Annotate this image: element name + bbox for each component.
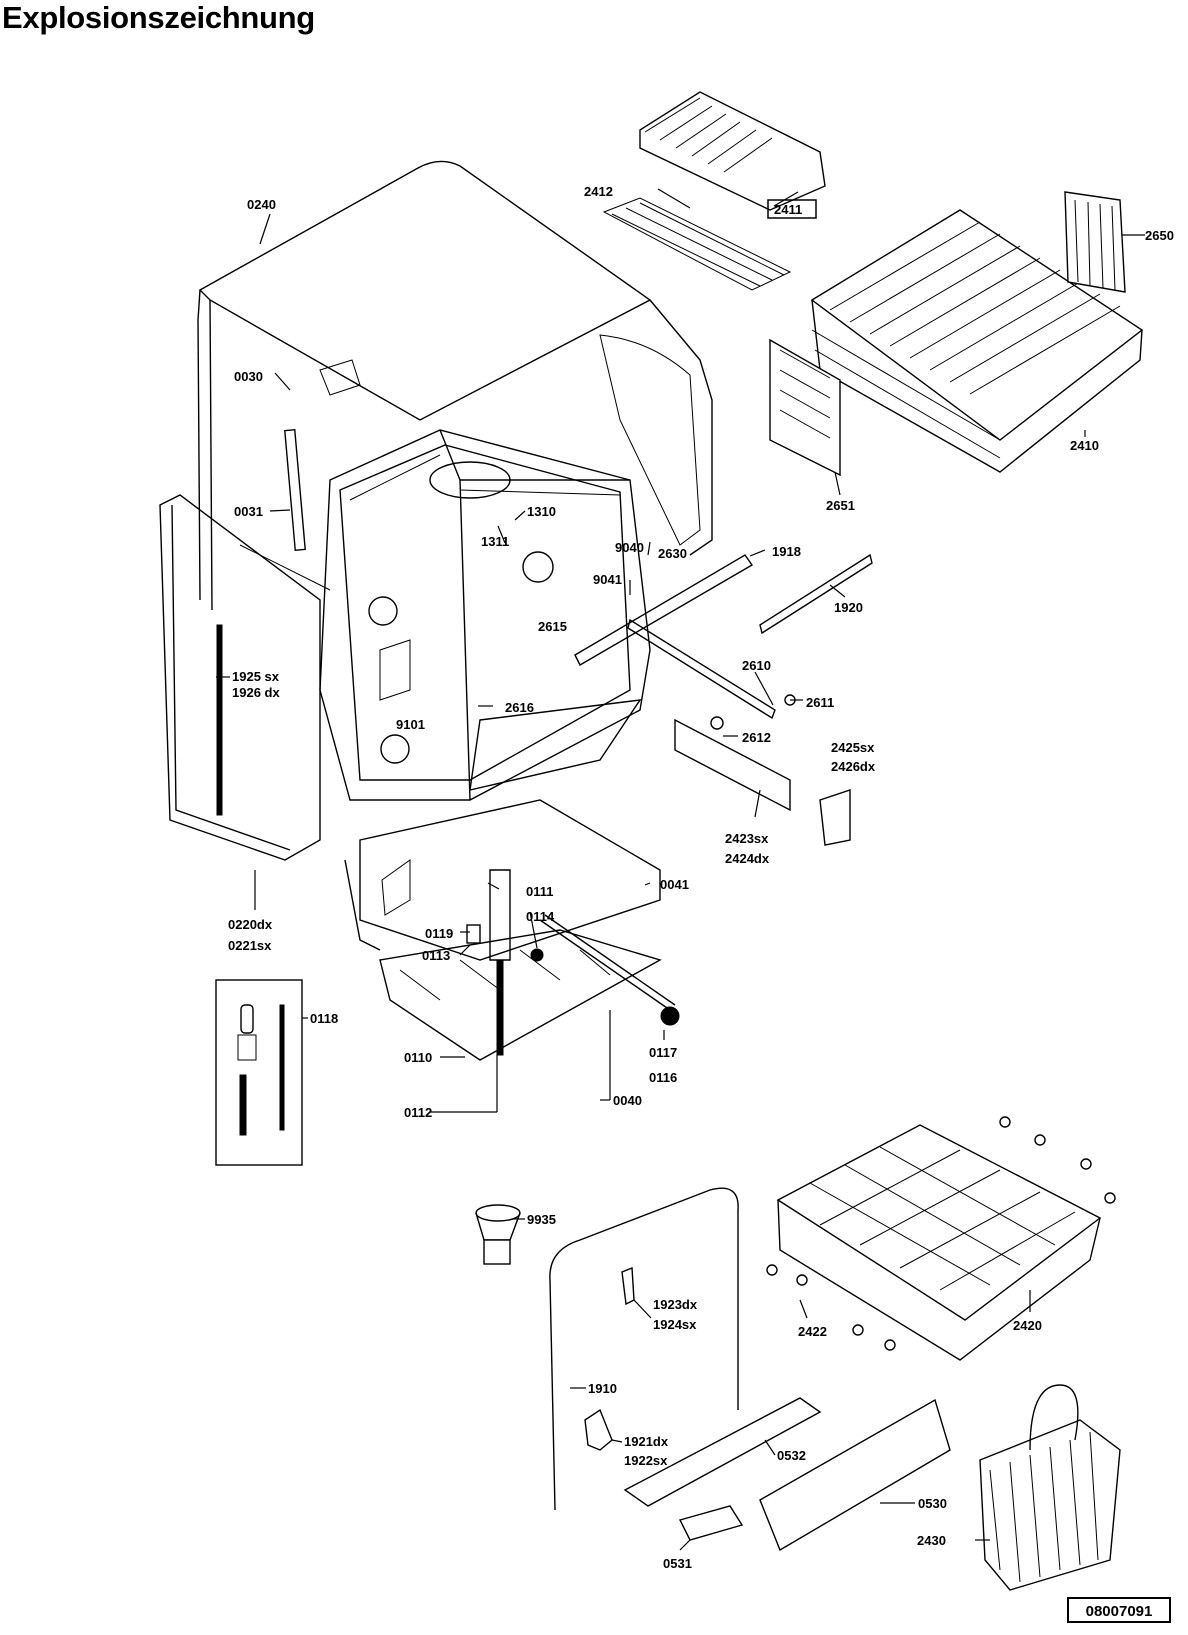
label-0110: 0110 — [404, 1050, 432, 1065]
label-2612: 2612 — [742, 730, 771, 745]
label-2410: 2410 — [1070, 438, 1099, 453]
base-frame — [344, 799, 680, 1061]
label-0531: 0531 — [663, 1556, 692, 1571]
label-2651: 2651 — [826, 498, 855, 513]
label-0040: 0040 — [613, 1093, 642, 1108]
document-number-box: 08007091 — [1067, 1597, 1171, 1623]
label-0030: 0030 — [234, 369, 263, 384]
label-2611: 2611 — [806, 695, 834, 710]
label-9041: 9041 — [593, 572, 622, 587]
side-panel — [159, 494, 331, 861]
label-1921: 1921dx — [624, 1434, 669, 1449]
label-1920: 1920 — [834, 600, 863, 615]
kick-plate-parts — [623, 1397, 951, 1552]
label-2424: 2424dx — [725, 851, 770, 866]
label-0220: 0220dx — [228, 917, 273, 932]
label-2430: 2430 — [917, 1533, 946, 1548]
part-labels: 0240 2412 2411 2650 0030 0031 1310 1311 … — [228, 184, 1174, 1571]
label-2610: 2610 — [742, 658, 771, 673]
label-0221: 0221sx — [228, 938, 272, 953]
label-1922: 1922sx — [624, 1453, 668, 1468]
top-cover-panel — [197, 160, 713, 611]
spray-cassette-part — [602, 91, 826, 291]
label-1310: 1310 — [527, 504, 556, 519]
rails-parts — [574, 553, 873, 846]
label-0031: 0031 — [234, 504, 263, 519]
leader-lines — [216, 188, 1145, 1551]
label-0530: 0530 — [918, 1496, 947, 1511]
label-1923: 1923dx — [653, 1297, 698, 1312]
label-2615: 2615 — [538, 619, 567, 634]
label-9101: 9101 — [396, 717, 425, 732]
page-title: Explosionszeichnung — [2, 0, 315, 35]
label-2426: 2426dx — [831, 759, 876, 774]
label-0240: 0240 — [247, 197, 276, 212]
label-0118: 0118 — [310, 1011, 338, 1026]
accessory-kit-box — [215, 979, 303, 1166]
label-2423: 2423sx — [725, 831, 769, 846]
label-2412: 2412 — [584, 184, 613, 199]
upper-basket-part — [769, 191, 1144, 477]
label-9935: 9935 — [527, 1212, 556, 1227]
label-1925: 1925 sx — [232, 669, 280, 684]
door-seal-part — [549, 1187, 739, 1511]
label-1924: 1924sx — [653, 1317, 697, 1332]
salt-container-part — [475, 1204, 521, 1265]
label-2420: 2420 — [1013, 1318, 1042, 1333]
label-1311: 1311 — [481, 534, 509, 549]
pillar-part — [284, 429, 306, 551]
label-2411: 2411 — [774, 202, 802, 217]
tub-body — [319, 429, 651, 801]
label-0117: 0117 — [649, 1045, 677, 1060]
label-0041: 0041 — [660, 877, 689, 892]
cutlery-basket-part — [979, 1384, 1121, 1591]
label-1910: 1910 — [588, 1381, 617, 1396]
label-9040: 9040 — [615, 540, 644, 555]
label-0532: 0532 — [777, 1448, 806, 1463]
label-1918: 1918 — [772, 544, 801, 559]
label-0116: 0116 — [649, 1070, 677, 1085]
label-0113: 0113 — [422, 948, 450, 963]
label-0114: 0114 — [526, 909, 555, 924]
label-0112: 0112 — [404, 1105, 432, 1120]
label-2425: 2425sx — [831, 740, 875, 755]
lower-basket-wheels — [766, 1116, 1116, 1351]
lower-basket-part — [766, 1116, 1116, 1361]
label-1926: 1926 dx — [232, 685, 280, 700]
label-0119: 0119 — [425, 926, 453, 941]
label-2422: 2422 — [798, 1324, 827, 1339]
label-2616: 2616 — [505, 700, 534, 715]
label-2650: 2650 — [1145, 228, 1174, 243]
label-2630: 2630 — [658, 546, 687, 561]
label-0111: 0111 — [526, 884, 554, 899]
